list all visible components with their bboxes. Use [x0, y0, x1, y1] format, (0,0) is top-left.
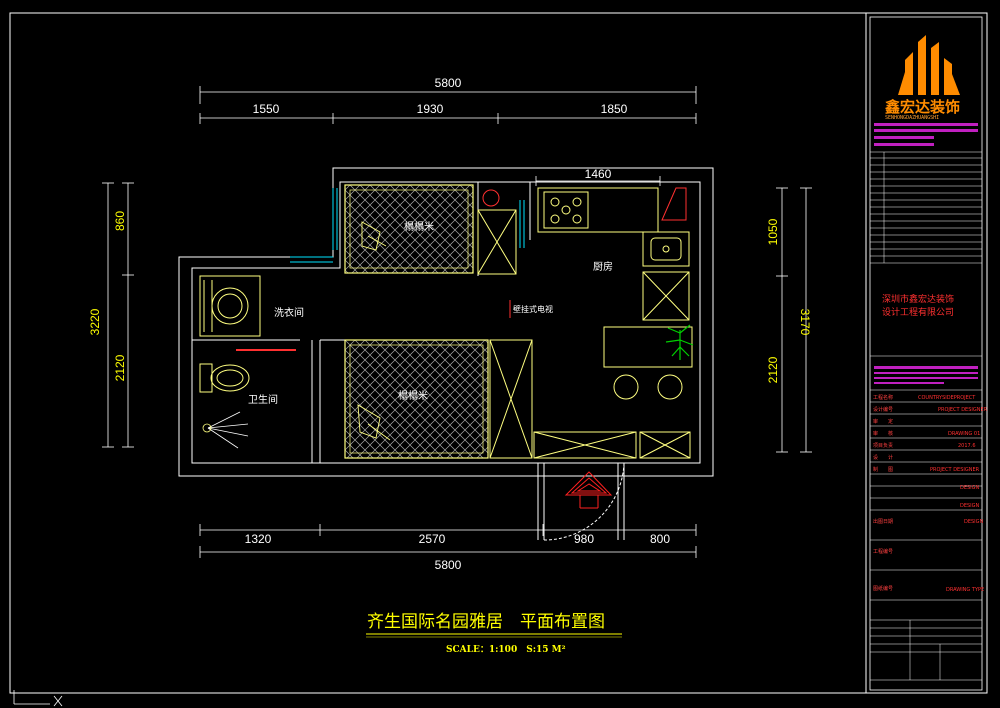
room-label-tatami-bottom: 榻榻米	[398, 389, 428, 402]
company-info	[874, 123, 978, 146]
dim-top-seg-2: 1930	[417, 102, 444, 116]
dim-right-seg-2: 2120	[766, 356, 780, 383]
field-label-review: 审 核	[873, 430, 893, 437]
field-label-lead: 项目负责	[873, 442, 893, 449]
room-label-tv: 壁挂式电视	[513, 304, 553, 314]
field-label-project: 工程名称	[873, 394, 893, 401]
right-dimensions	[776, 187, 812, 453]
closet-bottom	[489, 339, 691, 459]
dim-left-total: 3220	[88, 308, 102, 335]
entry-door	[537, 462, 625, 541]
field-value-drafter: DESIGN	[960, 503, 980, 509]
field-value-out-date: DESIGN	[964, 519, 984, 525]
field-value-approve: DRAWING 01	[948, 431, 980, 437]
company-name-line-2: 设计工程有限公司	[882, 306, 954, 318]
dim-top-seg-1: 1550	[253, 102, 280, 116]
drawing-title: 齐生国际名园雅居 平面布置图	[367, 612, 605, 632]
dim-left-seg-1: 860	[113, 211, 127, 231]
title-block	[869, 16, 983, 691]
left-dimensions	[102, 182, 134, 448]
field-label-design-no: 设计编号	[873, 406, 893, 413]
top-dimensions	[199, 86, 697, 124]
kitchen-dimension	[535, 176, 661, 186]
company-logo-icon	[898, 35, 960, 95]
dim-bottom-seg-1: 1320	[245, 532, 272, 546]
drawing-frame	[9, 12, 988, 694]
field-label-approve: 审 定	[873, 418, 893, 425]
room-label-tatami-top: 榻榻米	[404, 220, 434, 233]
toilet	[199, 363, 250, 393]
dim-top-total: 5800	[435, 76, 462, 90]
dim-bottom-total: 5800	[435, 558, 462, 572]
field-label-drafter: 制 图	[873, 466, 893, 473]
bottom-dimensions	[199, 524, 697, 558]
dim-bottom-seg-3: 980	[574, 532, 594, 546]
dining-table	[603, 326, 693, 400]
company-logo-subtitle: SENHONGDAZHUANGSHI	[885, 115, 939, 121]
kitchen-appliance-icon	[661, 187, 687, 221]
field-value-project: COUNTRYSIDEPROJECT	[918, 395, 976, 401]
dim-right-seg-1: 1050	[766, 218, 780, 245]
shower-icon	[202, 411, 249, 449]
kitchen-counter	[537, 187, 690, 321]
windows	[290, 188, 525, 263]
tatami-bottom	[344, 339, 489, 459]
closet-top	[477, 189, 517, 275]
field-value-design-no: PROJECT DESIGNER	[938, 407, 988, 413]
notes-block	[874, 366, 978, 384]
field-value-lead: PROJECT DESIGNER	[930, 467, 980, 473]
dim-top-seg-3: 1850	[601, 102, 628, 116]
field-label-job-no: 工程编号	[873, 548, 893, 555]
company-name-line-1: 深圳市鑫宏达装饰	[882, 293, 954, 305]
field-value-date: 2017.6	[958, 443, 976, 449]
field-label-date: 出图日期	[873, 518, 893, 525]
field-label-designer: 设 计	[873, 454, 893, 461]
room-label-kitchen: 厨房	[593, 260, 613, 273]
field-label-sheet-no: 图纸编号	[873, 585, 893, 592]
dim-bottom-seg-4: 800	[650, 532, 670, 546]
tatami-top	[344, 184, 474, 274]
ucs-icon	[13, 690, 63, 707]
washing-machine	[199, 275, 261, 337]
title-block-table	[870, 151, 982, 681]
entry-arrow-icon	[564, 471, 613, 509]
dim-bottom-seg-2: 2570	[419, 532, 446, 546]
plant-icon	[665, 324, 694, 360]
field-value-designer: DESIGN	[960, 485, 980, 491]
field-value-sheet: DRAWING TYPE	[946, 587, 984, 593]
drawing-scale: SCALE：1:100 S:15 M²	[446, 645, 566, 655]
dim-kitchen-width: 1460	[585, 167, 612, 181]
company-logo-text: 鑫宏达装饰	[884, 98, 960, 116]
dim-left-seg-2: 2120	[113, 354, 127, 381]
room-label-bathroom: 卫生间	[248, 393, 278, 406]
dim-right-total: 3170	[798, 309, 812, 336]
room-label-laundry: 洗衣间	[274, 306, 304, 319]
